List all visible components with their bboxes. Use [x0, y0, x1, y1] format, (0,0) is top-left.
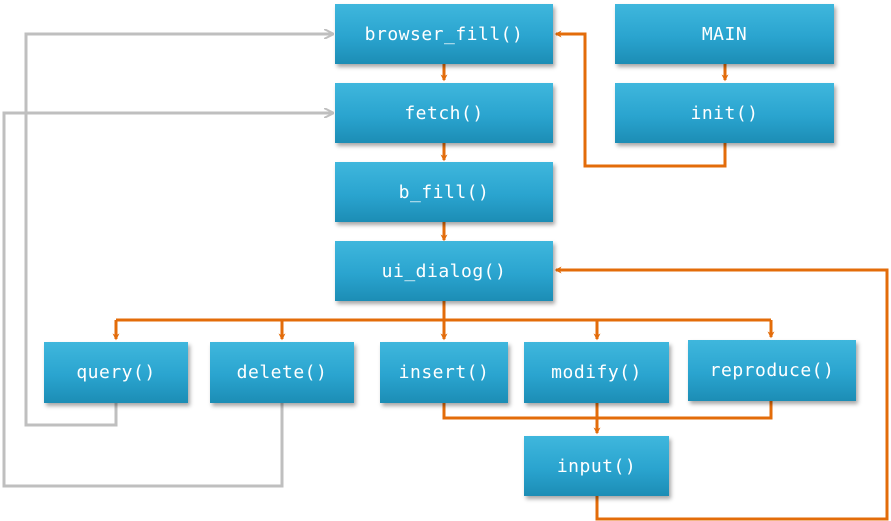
node-ui-dialog: ui_dialog(): [335, 241, 553, 301]
node-delete: delete(): [210, 342, 354, 403]
node-input: input(): [524, 436, 669, 496]
node-b-fill: b_fill(): [335, 162, 553, 222]
insert-to-input-line: [442, 403, 597, 420]
node-main: MAIN: [615, 4, 834, 64]
input-to-ui-dialog-arrow: [554, 266, 889, 521]
node-reproduce: reproduce(): [688, 340, 856, 401]
node-query: query(): [44, 342, 188, 403]
delete-to-fetch-arrow: [2, 113, 332, 488]
query-to-browser-fill-arrow: [24, 34, 332, 427]
node-browser-fill: browser_fill(): [335, 4, 553, 64]
node-fetch: fetch(): [335, 83, 553, 143]
node-insert: insert(): [380, 342, 508, 403]
reproduce-to-input-line: [597, 401, 773, 420]
init-to-browser-fill-arrow: [554, 30, 727, 168]
node-modify: modify(): [524, 342, 669, 403]
node-init: init(): [615, 83, 834, 143]
